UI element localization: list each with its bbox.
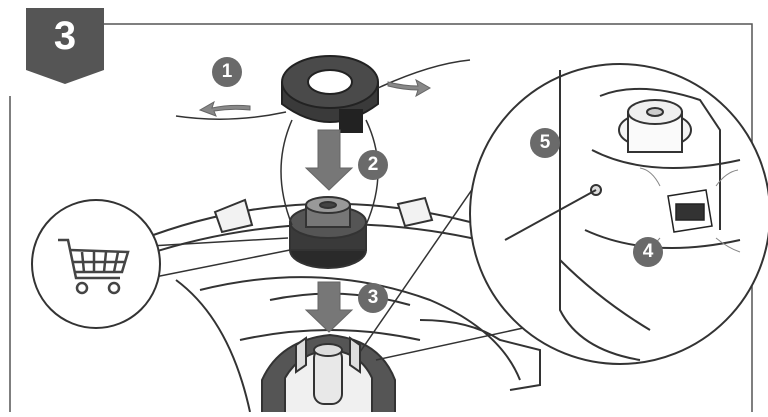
cart-detail-circle bbox=[31, 199, 291, 329]
step-badge-shape bbox=[26, 8, 104, 84]
callout-2: 2 bbox=[358, 150, 388, 180]
spool-installed bbox=[289, 196, 367, 269]
callout-4: 4 bbox=[633, 237, 663, 267]
callout-3: 3 bbox=[358, 283, 388, 313]
callout-5: 5 bbox=[530, 128, 560, 158]
shopping-cart-icon bbox=[58, 238, 130, 295]
spool-cap bbox=[281, 55, 379, 133]
step-number: 3 bbox=[53, 14, 77, 58]
callout-1: 1 bbox=[212, 57, 242, 87]
spool-hub bbox=[261, 333, 396, 412]
release-tab bbox=[639, 167, 741, 257]
